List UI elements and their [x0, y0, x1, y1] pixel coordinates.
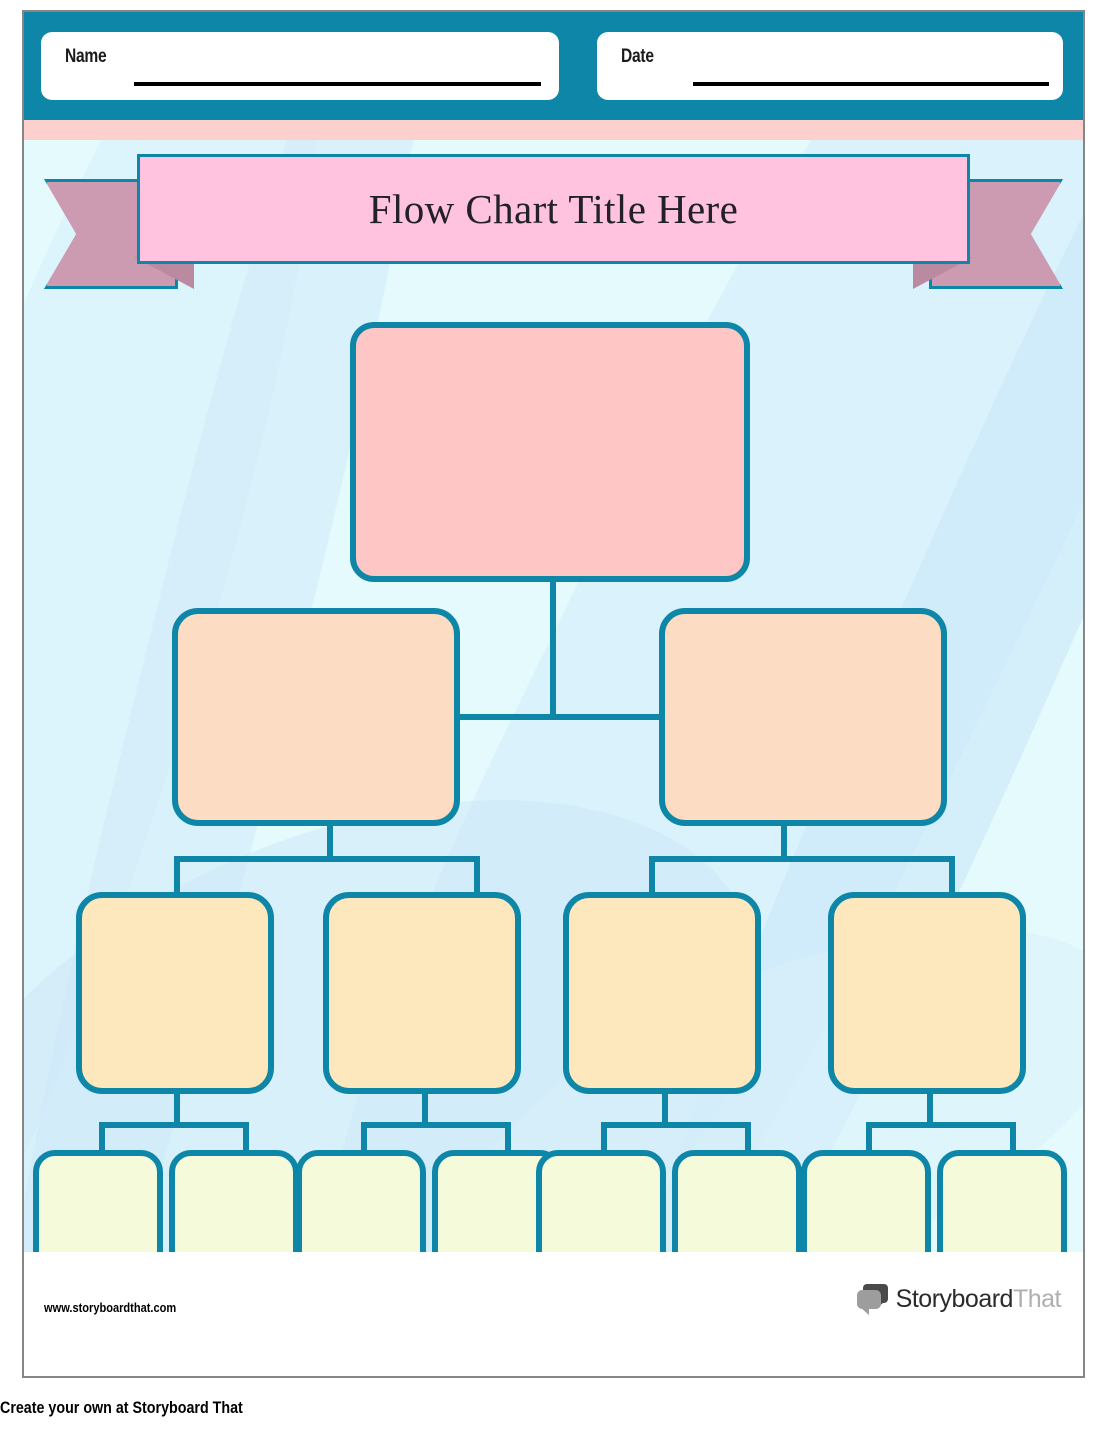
- pink-separator-strip: [24, 120, 1083, 140]
- name-input-rule[interactable]: [134, 82, 541, 86]
- banner-panel[interactable]: Flow Chart Title Here: [137, 154, 970, 264]
- flow-node-level3-1[interactable]: [76, 892, 274, 1094]
- connector-l3d-drop-1: [866, 1122, 872, 1154]
- flow-node-level3-3[interactable]: [563, 892, 761, 1094]
- page-footer: www.storyboardthat.com StoryboardThat: [24, 1252, 1083, 1376]
- connector-l3b-stem: [422, 1090, 428, 1128]
- flow-node-level4-7[interactable]: [801, 1150, 931, 1252]
- connector-l3a-bar: [99, 1122, 249, 1128]
- logo-wordmark-secondary: That: [1012, 1284, 1062, 1313]
- footer-website-url[interactable]: www.storyboardthat.com: [44, 1300, 177, 1315]
- storyboardthat-logo[interactable]: StoryboardThat: [856, 1284, 1062, 1315]
- flow-node-level2-2[interactable]: [659, 608, 947, 826]
- connector-l3c-bar: [601, 1122, 751, 1128]
- connector-l3a-drop-2: [243, 1122, 249, 1154]
- page-caption: Create your own at Storyboard That: [0, 1398, 243, 1417]
- connector-l2b-drop-1: [649, 856, 655, 896]
- speech-bubble-front-icon: [856, 1290, 881, 1315]
- connector-root-bar: [444, 714, 664, 720]
- date-label: Date: [621, 46, 654, 67]
- connector-root-stem: [550, 580, 556, 720]
- header-band: Name Date: [24, 12, 1083, 120]
- connector-l3c-stem: [662, 1090, 668, 1128]
- date-input-rule[interactable]: [693, 82, 1049, 86]
- flow-node-level3-4[interactable]: [828, 892, 1026, 1094]
- connector-l2b-bar: [649, 856, 955, 862]
- flow-node-level4-2[interactable]: [169, 1150, 299, 1252]
- title-banner: Flow Chart Title Here: [24, 154, 1083, 294]
- flow-node-level4-6[interactable]: [672, 1150, 802, 1252]
- connector-l3b-drop-2: [505, 1122, 511, 1154]
- flow-node-level4-8[interactable]: [937, 1150, 1067, 1252]
- connector-l2b-drop-2: [949, 856, 955, 896]
- connector-l3d-stem: [927, 1090, 933, 1128]
- logo-wordmark-primary: Storyboard: [895, 1284, 1014, 1313]
- date-field-card[interactable]: Date: [597, 32, 1063, 100]
- connector-l3d-bar: [866, 1122, 1016, 1128]
- connector-l2a-bar: [174, 856, 480, 862]
- connector-l2a-drop-1: [174, 856, 180, 896]
- connector-l2b-stem: [781, 822, 787, 862]
- name-field-card[interactable]: Name: [41, 32, 559, 100]
- name-label: Name: [65, 46, 107, 67]
- connector-l3d-drop-2: [1010, 1122, 1016, 1154]
- worksheet-body: Flow Chart Title Here: [24, 140, 1083, 1252]
- connector-l2a-drop-2: [474, 856, 480, 896]
- logo-wordmark: StoryboardThat: [895, 1284, 1062, 1314]
- connector-l3a-stem: [174, 1090, 180, 1128]
- flow-node-level1-1[interactable]: [350, 322, 750, 582]
- worksheet-page: Name Date Flow Chart Title Here: [22, 10, 1085, 1378]
- flow-node-level2-1[interactable]: [172, 608, 460, 826]
- connector-l3c-drop-1: [601, 1122, 607, 1154]
- flow-node-level4-3[interactable]: [296, 1150, 426, 1252]
- connector-l3a-drop-1: [99, 1122, 105, 1154]
- connector-l2a-stem: [327, 822, 333, 862]
- flow-chart-title[interactable]: Flow Chart Title Here: [368, 186, 739, 232]
- connector-l3b-bar: [361, 1122, 511, 1128]
- connector-l3c-drop-2: [745, 1122, 751, 1154]
- flow-node-level4-5[interactable]: [536, 1150, 666, 1252]
- flow-node-level3-2[interactable]: [323, 892, 521, 1094]
- connector-l3b-drop-1: [361, 1122, 367, 1154]
- speech-bubble-icon: [856, 1284, 888, 1315]
- flow-node-level4-1[interactable]: [33, 1150, 163, 1252]
